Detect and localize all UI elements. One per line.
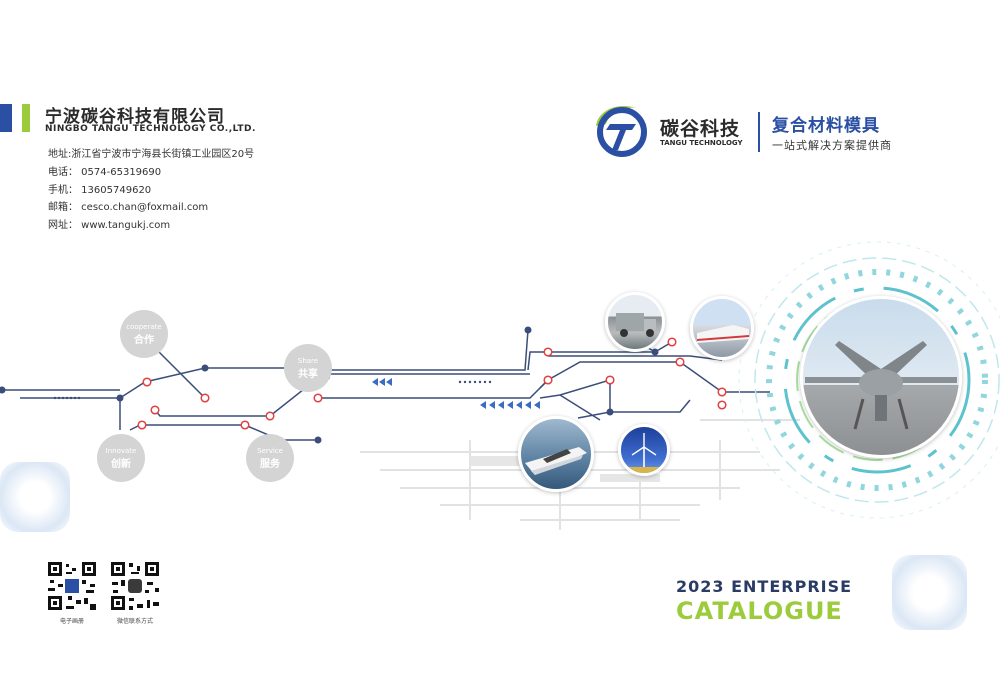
node-service: Service 服务 bbox=[246, 434, 294, 482]
tangu-logo-icon bbox=[596, 106, 647, 157]
photo-truck bbox=[605, 292, 665, 352]
qr-label-wechat: 微信联系方式 bbox=[116, 618, 153, 625]
node-innovate: Innovate 创新 bbox=[97, 434, 145, 482]
accent-bar bbox=[0, 104, 12, 132]
drone-icon bbox=[805, 341, 957, 430]
train-icon bbox=[697, 325, 749, 343]
catalogue-year: 2023 ENTERPRISE bbox=[676, 577, 853, 596]
email[interactable]: 邮箱： cesco.chan@foxmail.com bbox=[48, 202, 209, 214]
brand-name-en: TANGU TECHNOLOGY bbox=[660, 139, 743, 147]
slogan-main: 复合材料模具 bbox=[772, 116, 880, 136]
photo-drone bbox=[800, 296, 962, 458]
contact-info: 地址:浙江省宁波市宁海县长街镇工业园区20号 电话： 0574-65319690… bbox=[48, 146, 254, 235]
website[interactable]: 网址： www.tangukj.com bbox=[48, 220, 171, 232]
phone: 电话： 0574-65319690 bbox=[48, 166, 162, 178]
wind-turbine-icon bbox=[621, 433, 667, 473]
photo-train bbox=[690, 296, 754, 360]
qr-code-icon[interactable] bbox=[46, 560, 98, 612]
decorative-hexagon bbox=[892, 555, 967, 630]
mobile: 手机： 13605749620 bbox=[48, 184, 152, 196]
company-name-cn: 宁波碳谷科技有限公司 bbox=[45, 107, 225, 127]
photo-wind-turbine bbox=[618, 424, 670, 476]
decorative-hexagon bbox=[0, 462, 70, 532]
brand-name-cn: 碳谷科技 bbox=[660, 118, 741, 140]
yacht-icon bbox=[525, 447, 587, 475]
divider bbox=[758, 112, 760, 152]
address: 地址:浙江省宁波市宁海县长街镇工业园区20号 bbox=[48, 149, 255, 160]
company-name-en: NINGBO TANGU TECHNOLOGY CO.,LTD. bbox=[45, 124, 256, 134]
accent-bar bbox=[22, 104, 30, 132]
qr-code-icon[interactable] bbox=[109, 560, 161, 612]
photo-yacht bbox=[518, 416, 594, 492]
catalogue-title: CATALOGUE bbox=[676, 597, 843, 625]
node-cooperate: cooperate 合作 bbox=[120, 310, 168, 358]
qr-label-ebook: 电子画册 bbox=[59, 618, 84, 625]
truck-icon bbox=[616, 313, 656, 337]
node-share: Share 共享 bbox=[284, 344, 332, 392]
slogan-sub: 一站式解决方案提供商 bbox=[772, 139, 892, 152]
